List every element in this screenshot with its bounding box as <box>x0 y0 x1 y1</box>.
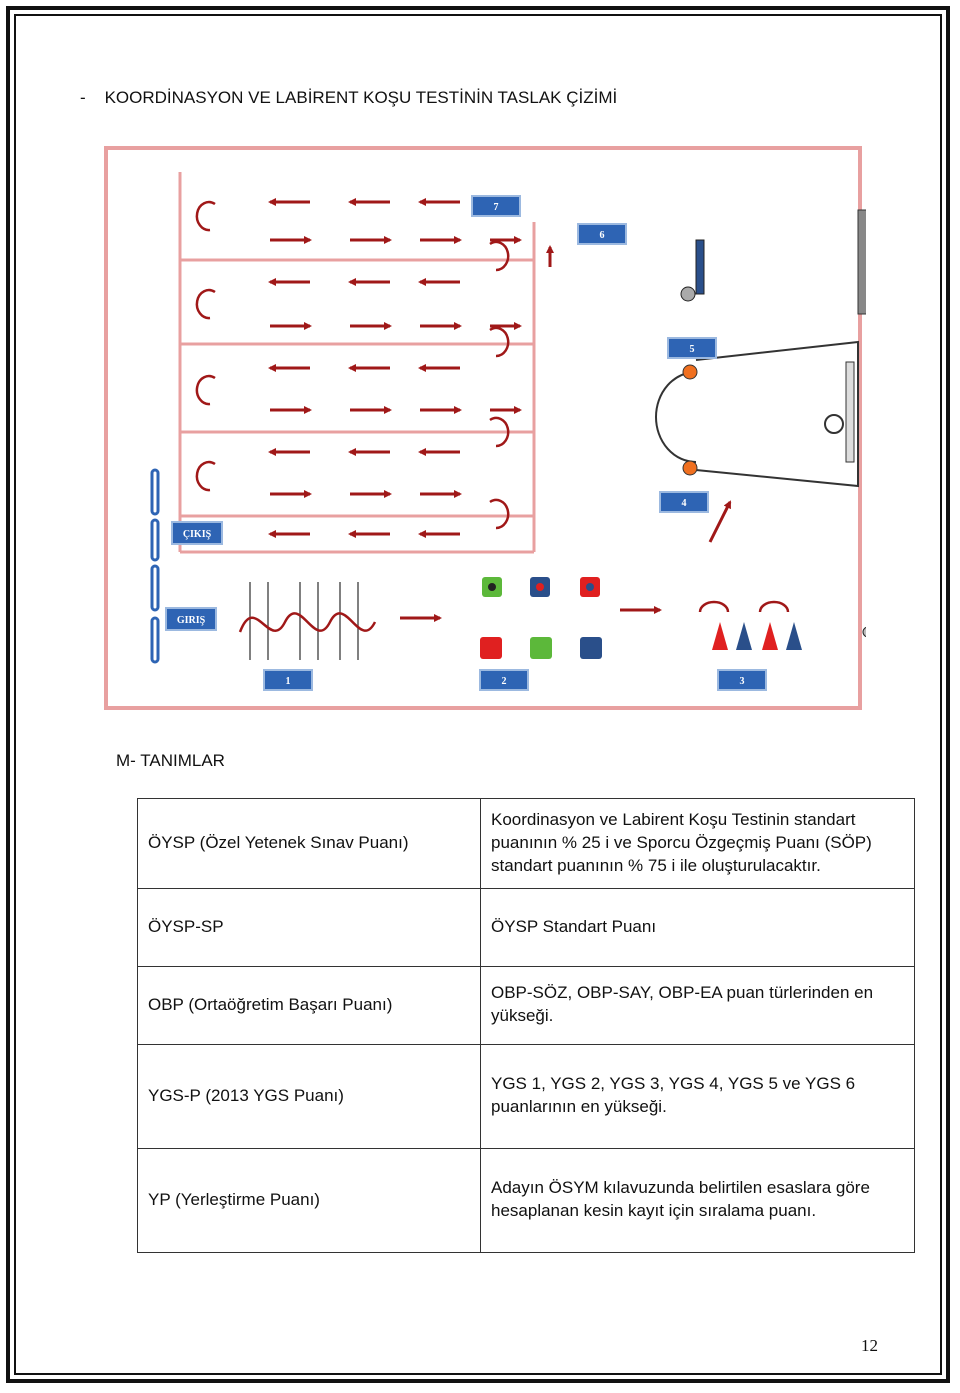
block <box>695 239 705 295</box>
course-diagram: ÇIKIŞ GIRIŞ 1 2 <box>104 146 866 710</box>
table-row: ÖYSP (Özel Yetenek Sınav Puanı) Koordina… <box>137 798 915 889</box>
desc-cell: Adayın ÖSYM kılavuzunda belirtilen esasl… <box>480 1147 915 1253</box>
entry-label: GIRIŞ <box>177 615 206 626</box>
cones <box>712 622 802 650</box>
station-3-label: 3 <box>740 676 745 687</box>
page-border-outer <box>6 6 950 1383</box>
maze-lanes <box>178 172 536 554</box>
net <box>857 209 866 315</box>
course-boundary <box>104 146 862 710</box>
term-cell: ÖYSP-SP <box>137 887 481 967</box>
page-number: 12 <box>861 1336 878 1355</box>
exit-label-box <box>171 521 223 545</box>
basketball-court <box>655 340 859 488</box>
entry-label-box <box>165 607 217 631</box>
start-poles <box>150 468 160 664</box>
definitions-table: ÖYSP (Özel Yetenek Sınav Puanı) Koordina… <box>137 798 915 1253</box>
exit-label: ÇIKIŞ <box>183 529 212 540</box>
desc-cell: ÖYSP Standart Puanı <box>480 887 915 967</box>
table-row: OBP (Ortaöğretim Başarı Puanı) OBP-SÖZ, … <box>137 965 915 1045</box>
term-cell: YP (Yerleştirme Puanı) <box>137 1147 481 1253</box>
station-labels: 1 2 3 4 5 6 7 <box>263 195 767 691</box>
heading-bullet: - <box>80 88 86 107</box>
station-2-label: 2 <box>502 676 507 687</box>
small-ball <box>862 626 866 638</box>
table-row: YGS-P (2013 YGS Puanı) YGS 1, YGS 2, YGS… <box>137 1043 915 1149</box>
slalom-poles <box>249 582 359 660</box>
desc-cell: YGS 1, YGS 2, YGS 3, YGS 4, YGS 5 ve YGS… <box>480 1043 915 1149</box>
turn-arrows <box>195 200 790 613</box>
station-1-label: 1 <box>286 676 291 687</box>
desc-cell: Koordinasyon ve Labirent Koşu Testinin s… <box>480 798 915 889</box>
section-heading: - KOORDİNASYON VE LABİRENT KOŞU TESTİNİN… <box>80 88 617 108</box>
ball <box>680 286 696 302</box>
station-7-label: 7 <box>494 202 499 213</box>
slalom-path <box>238 612 377 633</box>
term-cell: OBP (Ortaöğretim Başarı Puanı) <box>137 965 481 1045</box>
station-4-label: 4 <box>682 498 687 509</box>
heading-text: KOORDİNASYON VE LABİRENT KOŞU TESTİNİN T… <box>104 88 618 107</box>
color-markers <box>480 577 602 659</box>
station-5-label: 5 <box>690 344 695 355</box>
table-row: YP (Yerleştirme Puanı) Adayın ÖSYM kılav… <box>137 1147 915 1253</box>
term-cell: ÖYSP (Özel Yetenek Sınav Puanı) <box>137 798 481 889</box>
definitions-title: M- TANIMLAR <box>116 751 225 770</box>
desc-cell: OBP-SÖZ, OBP-SAY, OBP-EA puan türlerinde… <box>480 965 915 1045</box>
table-row: ÖYSP-SP ÖYSP Standart Puanı <box>137 887 915 967</box>
station-6-label: 6 <box>600 230 605 241</box>
term-cell: YGS-P (2013 YGS Puanı) <box>137 1043 481 1149</box>
maze-arrows <box>268 198 732 622</box>
page-border-inner <box>14 14 942 1375</box>
